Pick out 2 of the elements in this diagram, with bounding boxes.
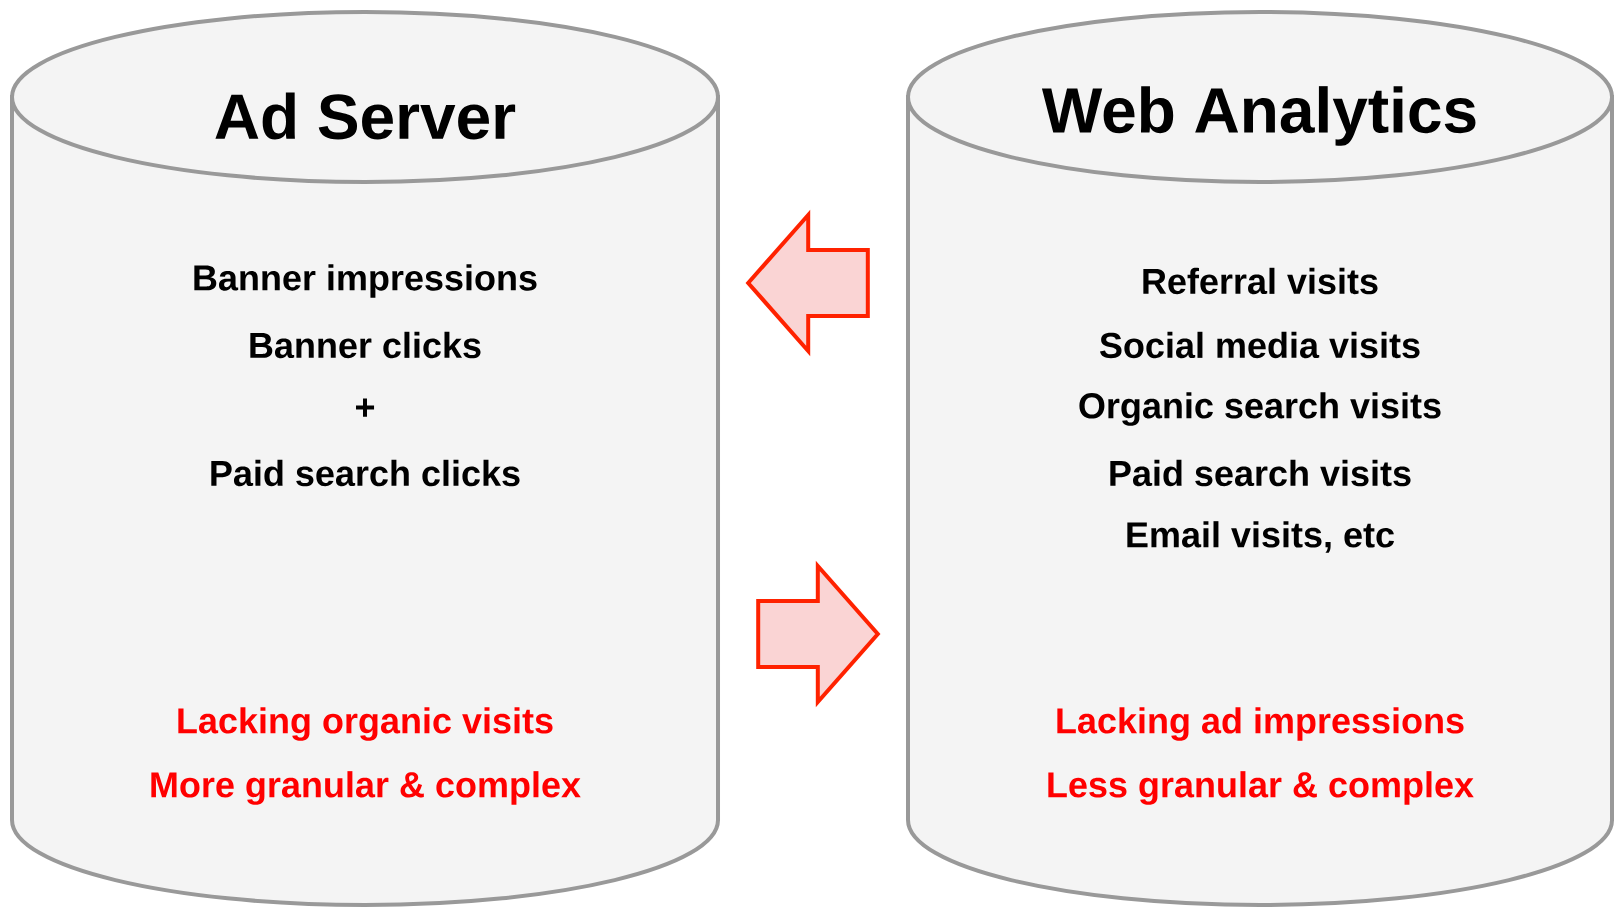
block-arrow — [745, 209, 870, 357]
block-arrow — [756, 560, 881, 708]
